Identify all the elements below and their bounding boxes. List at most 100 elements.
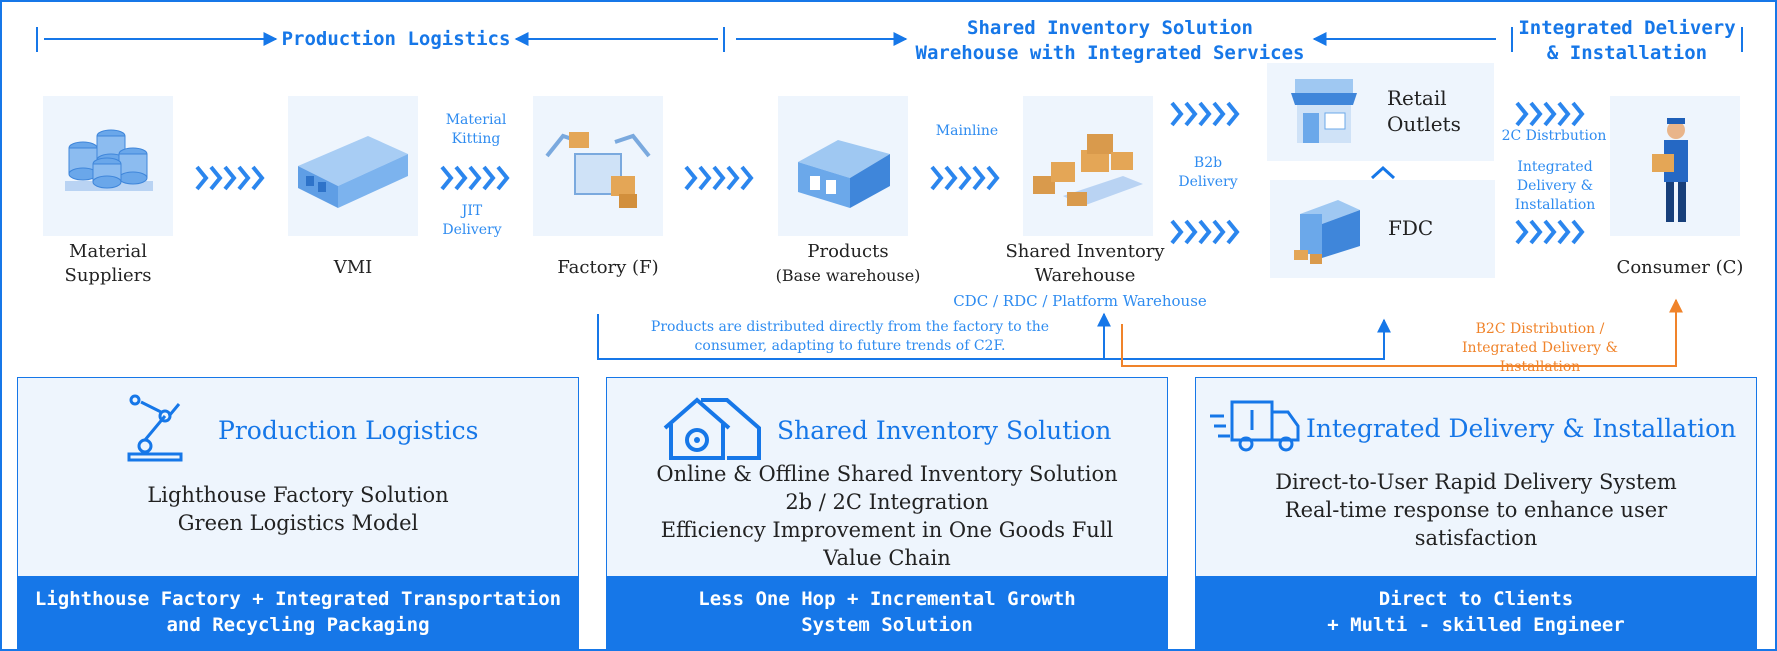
panel-footer-line2: System Solution (801, 614, 973, 636)
panel-body: Online & Offline Shared Inventory Soluti… (607, 460, 1167, 572)
shared-warehouse-label: Shared Inventory Warehouse (990, 240, 1180, 288)
panel-line: satisfaction (1414, 526, 1538, 550)
panel-body: Lighthouse Factory Solution Green Logist… (18, 481, 578, 537)
b2b-delivery-label: B2b Delivery (1168, 154, 1248, 192)
panel-title: Shared Inventory Solution (777, 416, 1112, 445)
integrated-line3: Installation (1514, 197, 1596, 213)
retail-outlets-label: Retail Outlets (1387, 85, 1461, 137)
panel-footer-line2: and Recycling Packaging (166, 614, 430, 636)
b2c-line1: B2C Distribution / (1475, 321, 1605, 337)
2c-distribution-label: 2C Distrbution (1501, 128, 1607, 144)
products-line1: Products (807, 241, 889, 262)
panel-line: Lighthouse Factory Solution (147, 483, 449, 507)
material-suppliers-label: Material Suppliers (33, 240, 183, 288)
warehouse-gear-icon (663, 397, 761, 460)
panel-line: Real-time response to enhance user (1284, 498, 1668, 522)
cdc-rdc-label: CDC / RDC / Platform Warehouse (953, 292, 1207, 310)
mainline-label: Mainline (935, 123, 999, 139)
retail-outlets-line1: Retail (1387, 86, 1447, 110)
header-shared-inventory-line1: Shared Inventory Solution (967, 17, 1253, 39)
chevron-arrows-icon (1515, 219, 1585, 245)
panel-line: Direct-to-User Rapid Delivery System (1275, 470, 1677, 494)
products-node (778, 96, 908, 236)
panel-body: Direct-to-User Rapid Delivery System Rea… (1196, 468, 1756, 552)
panel-footer-line2: + Multi - skilled Engineer (1327, 614, 1625, 636)
b2c-line2: Integrated Delivery & (1462, 340, 1618, 356)
integrated-delivery-label: Integrated Delivery & Installation (1500, 158, 1610, 215)
header-integrated-delivery-line1: Integrated Delivery (1518, 17, 1736, 39)
caret-up-icon (1370, 165, 1396, 180)
consumer-node (1610, 96, 1740, 236)
panel-line: 2b / 2C Integration (785, 490, 989, 514)
panel-title: Production Logistics (218, 416, 479, 445)
consumer-label: Consumer (C) (1616, 257, 1744, 278)
robot-arm-icon (127, 394, 183, 462)
b2c-line3: Installation (1499, 359, 1581, 375)
header-production-logistics: Production Logistics (281, 28, 511, 50)
fdc-label: FDC (1388, 216, 1434, 240)
robot-arm-icon (545, 132, 651, 208)
vmi-label: VMI (333, 257, 373, 278)
b2b-line1: B2b (1193, 155, 1223, 171)
header-shared-inventory: Shared Inventory Solution Warehouse with… (906, 16, 1314, 66)
material-suppliers-line1: Material (69, 241, 147, 262)
jit-line2: Delivery (442, 222, 502, 238)
material-kitting-label: Material Kitting (428, 111, 524, 149)
chevron-arrows-icon (684, 165, 754, 191)
products-label: Products (Base warehouse) (768, 240, 928, 288)
material-kitting-line1: Material (445, 112, 507, 128)
retail-outlets-node: Retail Outlets (1267, 63, 1494, 161)
panel-footer-line1: Lighthouse Factory + Integrated Transpor… (34, 588, 562, 610)
jit-delivery-label: JIT Delivery (424, 202, 520, 240)
direct-distribution-note: Products are distributed directly from t… (600, 318, 1100, 356)
panel-line: Value Chain (823, 546, 951, 570)
courier-person-icon (1652, 118, 1688, 222)
b2c-distribution-note: B2C Distribution / Integrated Delivery &… (1440, 320, 1640, 377)
chevron-arrows-icon (195, 165, 265, 191)
b2c-line (1121, 298, 1683, 367)
material-suppliers-node (43, 96, 173, 236)
header-shared-inventory-line2: Warehouse with Integrated Services (915, 42, 1305, 64)
fdc-node: FDC (1270, 180, 1495, 278)
shared-warehouse-line1: Shared Inventory (1005, 241, 1165, 262)
panel-footer: Less One Hop + Incremental Growth System… (607, 576, 1167, 648)
panel-line: Efficiency Improvement in One Goods Full (660, 518, 1114, 542)
shared-warehouse-node (1023, 96, 1153, 236)
shared-warehouse-line2: Warehouse (1034, 265, 1136, 286)
barrels-icon (65, 129, 153, 191)
production-logistics-panel: Production Logistics Lighthouse Factory … (17, 377, 579, 649)
base-warehouse-icon (798, 140, 890, 208)
direct-distribution-line (597, 314, 1391, 360)
jit-line1: JIT (461, 203, 483, 219)
material-kitting-line2: Kitting (451, 131, 501, 147)
retail-outlets-line2: Outlets (1387, 112, 1461, 136)
panel-footer: Direct to Clients + Multi - skilled Engi… (1196, 576, 1756, 648)
panel-footer: Lighthouse Factory + Integrated Transpor… (18, 576, 578, 648)
panel-title: Integrated Delivery & Installation (1306, 414, 1737, 443)
products-line2: (Base warehouse) (775, 266, 921, 285)
integrated-line2: Delivery & (1516, 178, 1594, 194)
panel-line: Green Logistics Model (177, 511, 419, 535)
vmi-warehouse-icon (298, 136, 408, 208)
shared-inventory-panel: Shared Inventory Solution Online & Offli… (606, 377, 1168, 649)
fdc-warehouse-icon (1294, 200, 1360, 264)
chevron-arrows-icon (1515, 101, 1585, 127)
boxes-pallet-icon (1033, 134, 1143, 206)
vmi-node (288, 96, 418, 236)
chevron-arrows-icon (440, 165, 510, 191)
panel-line: Online & Offline Shared Inventory Soluti… (656, 462, 1118, 486)
chevron-arrows-icon (1170, 219, 1240, 245)
integrated-line1: Integrated (1517, 159, 1593, 175)
chevron-arrows-icon (1170, 101, 1240, 127)
chevron-arrows-icon (930, 165, 1000, 191)
integrated-delivery-panel: Integrated Delivery & Installation Direc… (1195, 377, 1757, 649)
panel-footer-line1: Direct to Clients (1378, 588, 1574, 610)
material-suppliers-line2: Suppliers (64, 265, 152, 286)
header-integrated-delivery-line2: & Installation (1546, 42, 1708, 64)
storefront-icon (1291, 79, 1357, 143)
b2b-line2: Delivery (1178, 174, 1238, 190)
panel-footer-line1: Less One Hop + Incremental Growth (698, 588, 1076, 610)
delivery-truck-icon (1210, 400, 1300, 452)
